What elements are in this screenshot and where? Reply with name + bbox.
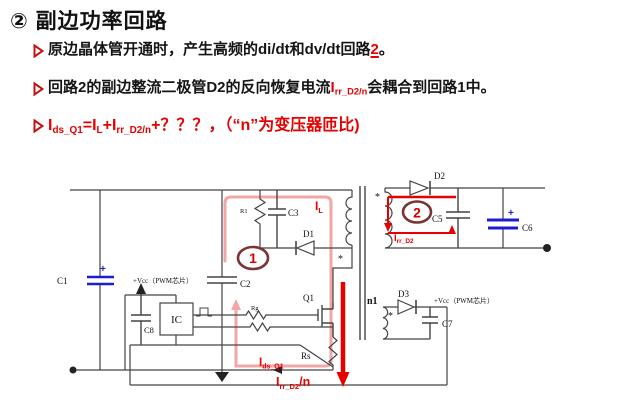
bullet-line-2: 回路2的副边整流二极管D2的反向恢复电流Irr_D2/n会耦合到回路1中。 (33, 79, 496, 98)
bullet-arrow-icon (33, 44, 44, 58)
label-c7: C7 (442, 319, 453, 329)
bullet-1-text: 原边晶体管开通时，产生高频的di/dt和dv/dt回路2。 (48, 41, 394, 58)
current-labels: IL Irr_D2 Ids_Q1 Irr_D2/n (259, 199, 414, 391)
loop2-number: 2 (413, 205, 421, 221)
cap-c6-plates (487, 218, 519, 230)
label-q1: Q1 (303, 293, 314, 303)
c1-polarity: + (100, 264, 106, 275)
label-vcc-aux: +Vcc（PWM芯片） (434, 296, 494, 305)
output-node-dot (543, 244, 551, 252)
label-d1: D1 (303, 229, 314, 239)
loop1-path-overlay (223, 195, 333, 368)
input-node-dot (69, 366, 77, 374)
bullet-3-equation: Ids_Q1=IL+Irr_D2/n+？？？，（“n”为变压器匝比) (48, 117, 360, 136)
loop1-number: 1 (249, 250, 257, 266)
label-rs: Rs (301, 351, 311, 361)
label-d2: D2 (434, 171, 445, 181)
current-irr-d2n-label: Irr_D2/n (276, 375, 310, 391)
highlight-loop2: 2 (370, 41, 379, 58)
title-badge: ② (10, 10, 29, 33)
label-rg: Rg (251, 305, 259, 312)
junction-marks (69, 244, 551, 382)
current-irr-d2-label: Irr_D2 (394, 233, 414, 245)
rail-current-arrow (273, 366, 282, 374)
current-il-label: IL (315, 199, 323, 215)
label-r1: R1 (240, 208, 248, 215)
label-c6: C6 (522, 223, 533, 233)
bullet-arrow-icon (33, 119, 44, 133)
c6-polarity: + (508, 208, 514, 219)
loop1-ring (236, 245, 270, 271)
loop-badges: 1 2 (236, 200, 433, 271)
bullet-line-1: 原边晶体管开通时，产生高频的di/dt和dv/dt回路2。 (33, 41, 394, 60)
page-title: ② 副边功率回路 (10, 5, 168, 35)
label-c1: C1 (57, 276, 68, 286)
component-labels: C1 C2 C3 R1 D1 Q1 Rg Rs IC C8 +Vcc（PWM芯片… (57, 171, 533, 361)
label-c8: C8 (144, 325, 154, 335)
label-ic: IC (171, 314, 182, 326)
label-n1: n1 (367, 296, 378, 307)
circuit-wires (70, 180, 545, 386)
cap-c1-plates (87, 275, 114, 286)
vcc-up-arrow-icon (136, 283, 146, 294)
circuit-diagram: + + 1 2 IL Irr_D2 Ids_Q1 Irr_D2/n (57, 171, 551, 391)
title-text: 副边功率回路 (35, 10, 168, 33)
label-c3: C3 (288, 208, 299, 218)
label-c5: C5 (432, 214, 443, 224)
ground-icon (215, 372, 229, 382)
loop2-ring (401, 200, 433, 224)
label-d3: D3 (398, 289, 409, 299)
loop2-path-overlay (336, 195, 456, 387)
label-vcc-primary: +Vcc（PWM芯片） (133, 276, 193, 285)
bullet-2-text: 回路2的副边整流二极管D2的反向恢复电流Irr_D2/n会耦合到回路1中。 (48, 79, 496, 97)
bullet-line-3: Ids_Q1=IL+Irr_D2/n+？？？，（“n”为变压器匝比) (33, 116, 360, 137)
secondary-winding-dot: * (375, 192, 380, 203)
current-irr-d2n: Irr_D2/n (330, 79, 368, 97)
aux-winding-dot: * (388, 311, 393, 322)
electrolytic-caps (87, 218, 519, 286)
label-c2: C2 (240, 279, 251, 289)
bullet-arrow-icon (33, 82, 44, 96)
current-ids-q1-label: Ids_Q1 (259, 357, 284, 371)
primary-winding-dot: * (338, 254, 343, 265)
